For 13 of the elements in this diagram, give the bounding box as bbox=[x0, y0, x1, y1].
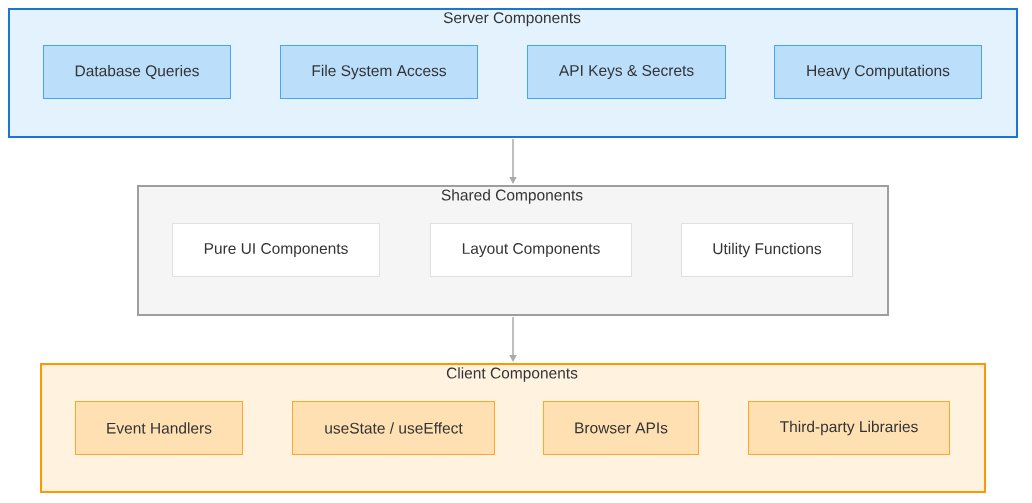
component-box: Database Queries bbox=[43, 45, 231, 99]
component-box: Layout Components bbox=[430, 223, 632, 277]
component-box: Event Handlers bbox=[75, 401, 243, 455]
component-box: API Keys & Secrets bbox=[527, 45, 726, 99]
component-box: File System Access bbox=[280, 45, 478, 99]
component-box: useState / useEffect bbox=[292, 401, 495, 455]
component-box: Browser APIs bbox=[543, 401, 699, 455]
component-box: Third-party Libraries bbox=[748, 401, 950, 455]
component-box: Heavy Computations bbox=[774, 45, 982, 99]
component-box: Pure UI Components bbox=[172, 223, 380, 277]
arrow bbox=[509, 316, 517, 362]
component-box: Utility Functions bbox=[681, 223, 853, 277]
arrow bbox=[509, 138, 517, 184]
